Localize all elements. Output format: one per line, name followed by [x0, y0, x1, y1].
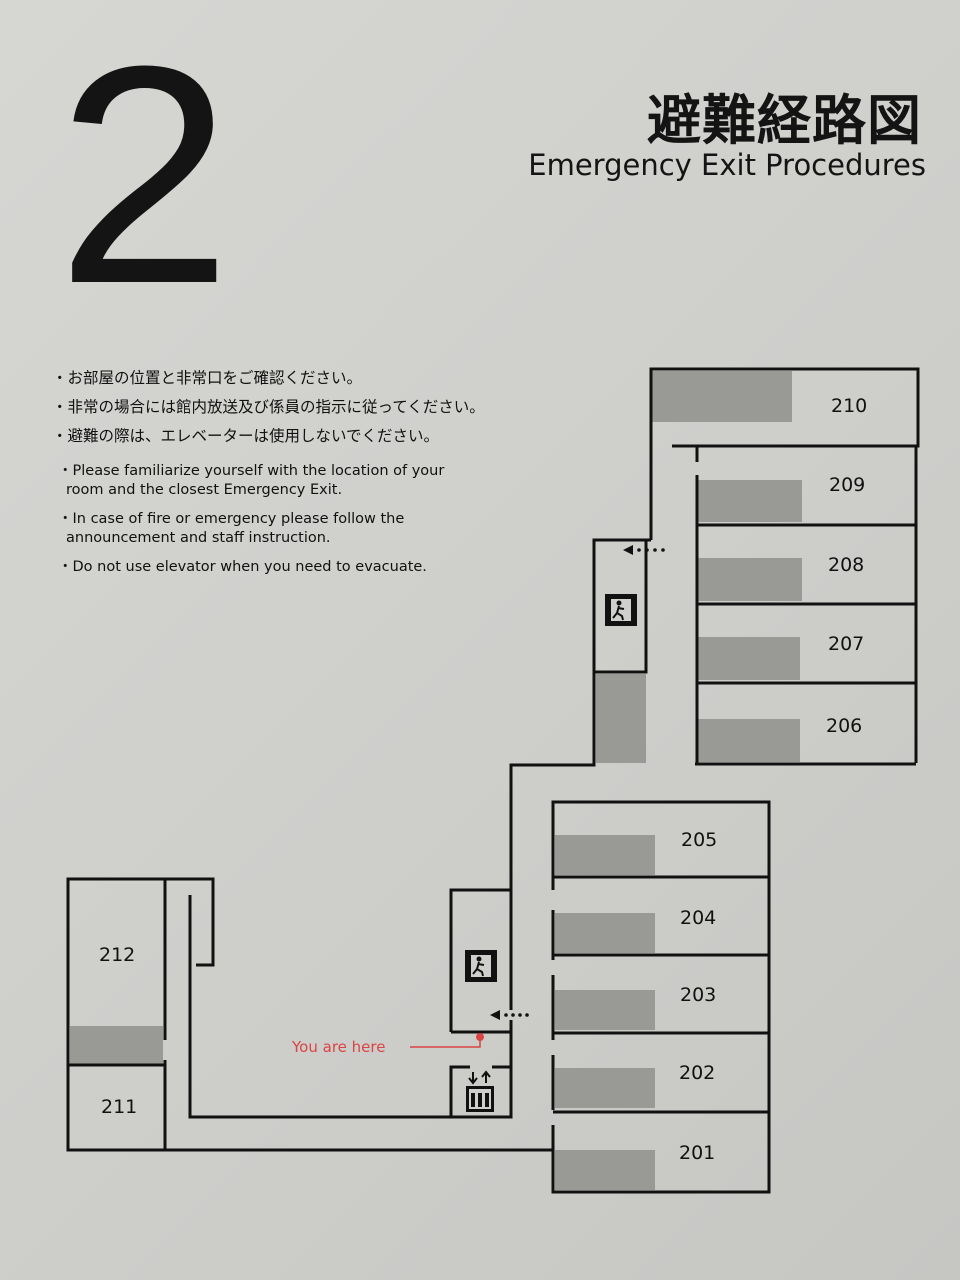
room-fill-205: [555, 835, 655, 875]
emergency-exit-icon: [605, 594, 637, 626]
room-fill-209: [697, 480, 802, 522]
note-jp: ・非常の場合には館内放送及び係員の指示に従ってください。: [52, 398, 485, 416]
room-211: 211: [101, 1096, 137, 1118]
room-210: 210: [831, 395, 867, 417]
room-fill-204: [555, 913, 655, 953]
title-english: Emergency Exit Procedures: [528, 148, 926, 182]
room-fill-201: [555, 1150, 655, 1190]
room-fill-212: [70, 1026, 163, 1064]
note-en: ・In case of fire or emergency please fol…: [58, 510, 518, 548]
title-japanese: 避難経路図: [647, 89, 922, 152]
stair-fill: [596, 674, 646, 763]
room-fill-207: [697, 637, 800, 680]
notes-english: ・Please familiarize yourself with the lo…: [58, 462, 518, 587]
note-jp: ・お部屋の位置と非常口をご確認ください。: [52, 369, 363, 387]
emergency-exit-icon: [465, 950, 497, 982]
note-line: ・Do not use elevator when you need to ev…: [58, 559, 427, 575]
room-fill-208: [697, 558, 802, 601]
room-209: 209: [829, 474, 865, 496]
you-are-here-marker: You are here: [291, 1033, 484, 1056]
room-fill-210: [652, 371, 792, 422]
room-204: 204: [680, 907, 716, 929]
room-201: 201: [679, 1142, 715, 1164]
room-fill-202: [555, 1068, 655, 1108]
floor-number: 2: [56, 1, 233, 348]
room-203: 203: [680, 984, 716, 1006]
room-fill-203: [555, 990, 655, 1030]
room-fills: [70, 371, 802, 1190]
elevator-icon: [466, 1070, 494, 1112]
evacuation-arrow-icon: [623, 545, 665, 555]
room-202: 202: [679, 1062, 715, 1084]
room-208: 208: [828, 554, 864, 576]
walls: [66, 367, 920, 1194]
note-en: ・Please familiarize yourself with the lo…: [58, 462, 518, 500]
note-en: ・Do not use elevator when you need to ev…: [58, 558, 518, 577]
room-labels: 210 209 208 207 206 205 204 203 202 201 …: [99, 395, 867, 1164]
note-line: ・Please familiarize yourself with the lo…: [58, 463, 445, 479]
note-line: room and the closest Emergency Exit.: [66, 482, 343, 498]
note-line: announcement and staff instruction.: [66, 530, 331, 546]
room-205: 205: [681, 829, 717, 851]
room-206: 206: [826, 715, 862, 737]
note-line: ・In case of fire or emergency please fol…: [58, 511, 405, 527]
you-are-here-label: You are here: [291, 1038, 385, 1056]
room-fill-206: [697, 719, 800, 762]
evacuation-arrow-icon: [490, 1010, 529, 1020]
notes-japanese: ・お部屋の位置と非常口をご確認ください。 ・非常の場合には館内放送及び係員の指示…: [52, 364, 485, 451]
room-207: 207: [828, 633, 864, 655]
note-jp: ・避難の際は、エレベーターは使用しないでください。: [52, 427, 440, 445]
room-212: 212: [99, 944, 135, 966]
